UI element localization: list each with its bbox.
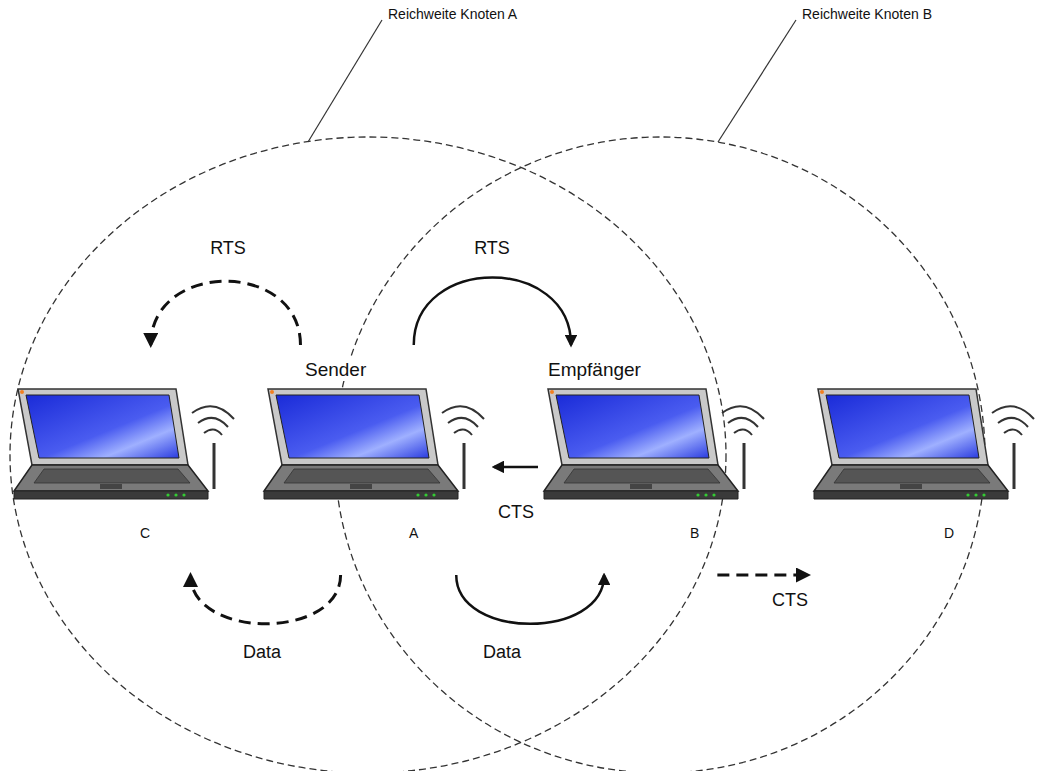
message-label: RTS — [471, 238, 513, 259]
message-label: RTS — [207, 238, 249, 259]
laptop-icon — [8, 385, 238, 505]
message-arrow — [151, 281, 301, 345]
message-arrow — [456, 575, 604, 624]
laptop-node: EmpfängerB — [538, 345, 774, 575]
message-label: Data — [240, 642, 284, 663]
laptop-node: SenderA — [258, 345, 494, 575]
range-label: Reichweite Knoten A — [386, 6, 519, 22]
laptop-icon — [258, 385, 488, 505]
message-arrow — [414, 278, 571, 346]
node-letter: B — [688, 525, 701, 541]
leader-line — [308, 20, 382, 142]
range-label: Reichweite Knoten B — [800, 6, 934, 22]
node-letter: A — [407, 525, 420, 541]
laptop-node: D — [808, 345, 1040, 575]
message-label: CTS — [495, 502, 537, 523]
message-arrow — [717, 574, 808, 577]
laptop-icon — [538, 385, 768, 505]
laptop-icon — [808, 385, 1038, 505]
message-arrow — [191, 575, 341, 624]
message-arrow — [494, 466, 538, 469]
message-label: Data — [480, 642, 524, 663]
leader-line — [718, 20, 796, 142]
role-label: Empfänger — [546, 359, 643, 381]
node-letter: D — [942, 525, 956, 541]
laptop-node: C — [8, 345, 242, 575]
role-label: Sender — [303, 359, 368, 381]
node-letter: C — [138, 525, 152, 541]
message-label: CTS — [769, 590, 811, 611]
